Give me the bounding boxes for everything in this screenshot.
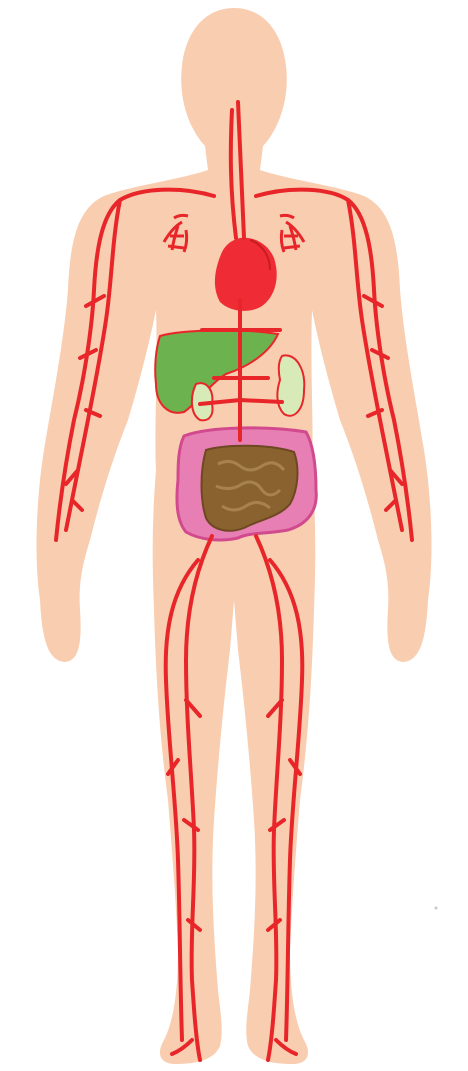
right-kidney xyxy=(277,355,304,415)
stray-dot xyxy=(435,907,438,910)
heart xyxy=(215,238,277,311)
